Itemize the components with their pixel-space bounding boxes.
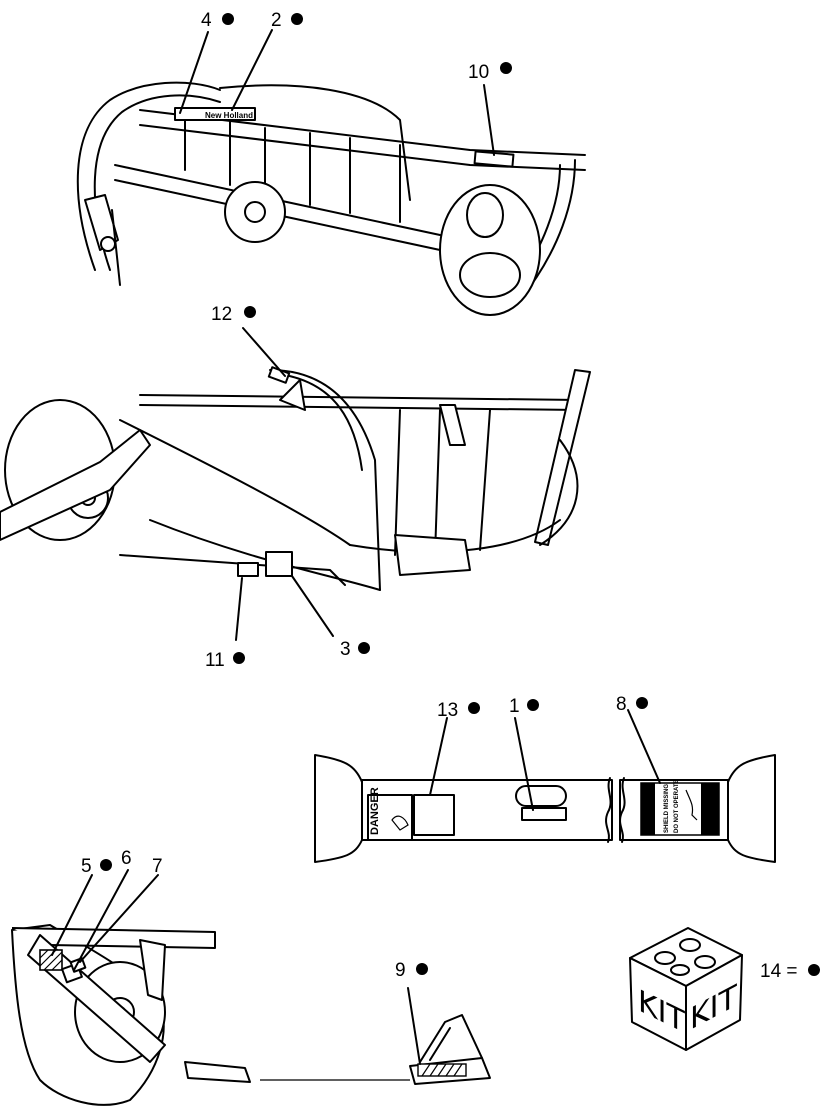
callout-9: 9 bbox=[395, 960, 406, 981]
callout-8: 8 bbox=[616, 694, 627, 715]
danger-b-text: DANGER bbox=[709, 802, 716, 832]
kit-box: KIT KIT bbox=[629, 927, 743, 1051]
callout-11: 11 bbox=[205, 650, 225, 671]
brand-decal-text: New Holland bbox=[205, 111, 253, 120]
callout-5: 5 bbox=[81, 856, 92, 877]
shield-missing-text: SHIELD MISSING bbox=[664, 784, 670, 833]
callouts: 4 2 10 12 11 3 13 1 8 5 6 7 9 14 = bbox=[81, 10, 820, 982]
callout-1: 1 bbox=[509, 696, 520, 717]
guard-detail-view bbox=[407, 987, 491, 1085]
callout-3: 3 bbox=[340, 639, 351, 660]
danger-a-text: DANGER bbox=[646, 802, 653, 832]
machine-view-top: New Holland bbox=[76, 29, 586, 316]
machine-view-middle bbox=[0, 327, 591, 641]
callout-13: 13 bbox=[437, 700, 458, 721]
callout-14: 14 = bbox=[760, 961, 798, 982]
driveline-shield-view: DANGER DANGER DANGER SHIELD MISSING DO N… bbox=[314, 709, 776, 863]
callout-6: 6 bbox=[121, 848, 132, 869]
callout-4: 4 bbox=[201, 10, 212, 31]
danger-left-text: DANGER bbox=[369, 787, 381, 835]
callout-2: 2 bbox=[271, 10, 282, 31]
gearbox-detail-view bbox=[11, 869, 410, 1106]
callout-12: 12 bbox=[211, 304, 232, 325]
callout-10: 10 bbox=[468, 62, 489, 83]
do-not-operate-text: DO NOT OPERATE bbox=[674, 779, 680, 833]
callout-7: 7 bbox=[152, 856, 163, 877]
